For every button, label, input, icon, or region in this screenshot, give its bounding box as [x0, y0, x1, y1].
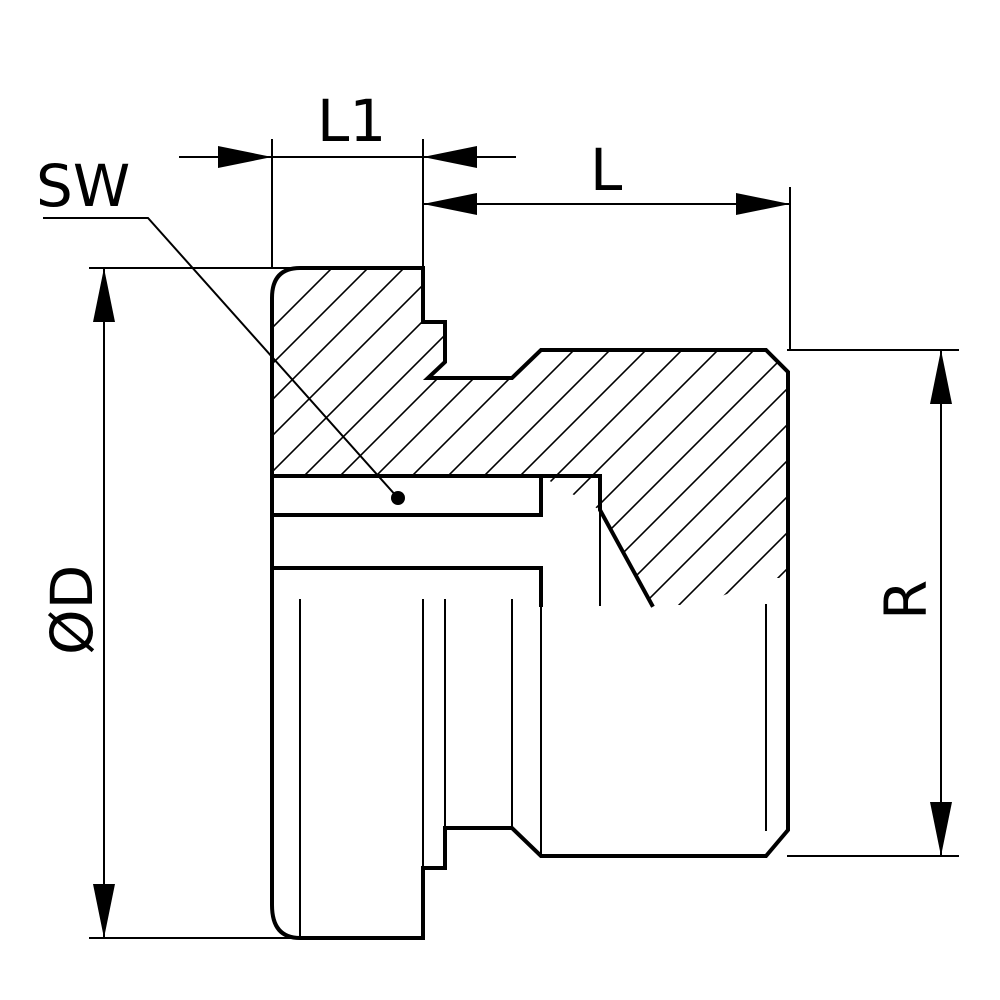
- label-r: R: [872, 580, 940, 620]
- label-od: ØD: [38, 565, 106, 655]
- dimension-l1: [179, 146, 516, 168]
- label-sw: SW: [36, 152, 130, 220]
- hatch-line: [272, 268, 753, 605]
- hatch-line: [272, 268, 645, 605]
- hatch-line: [272, 268, 788, 605]
- dimension-od: [93, 267, 115, 939]
- dimension-l: [422, 193, 791, 215]
- label-l: L: [590, 136, 622, 204]
- hatch-line: [272, 268, 717, 605]
- label-l1: L1: [317, 87, 386, 155]
- hatch-line: [583, 268, 788, 605]
- hatch-line: [272, 268, 788, 605]
- hatch-line: [272, 268, 681, 605]
- part-outline: [270, 266, 790, 940]
- sw-leader: [43, 217, 405, 505]
- hatch-line: [272, 268, 609, 605]
- hatch-line: [727, 268, 788, 605]
- hatch-line: [272, 268, 788, 605]
- extension-lines: [89, 139, 959, 939]
- hatch-line: [691, 268, 788, 605]
- dimension-r: [930, 349, 952, 857]
- section-hatching: [272, 268, 788, 605]
